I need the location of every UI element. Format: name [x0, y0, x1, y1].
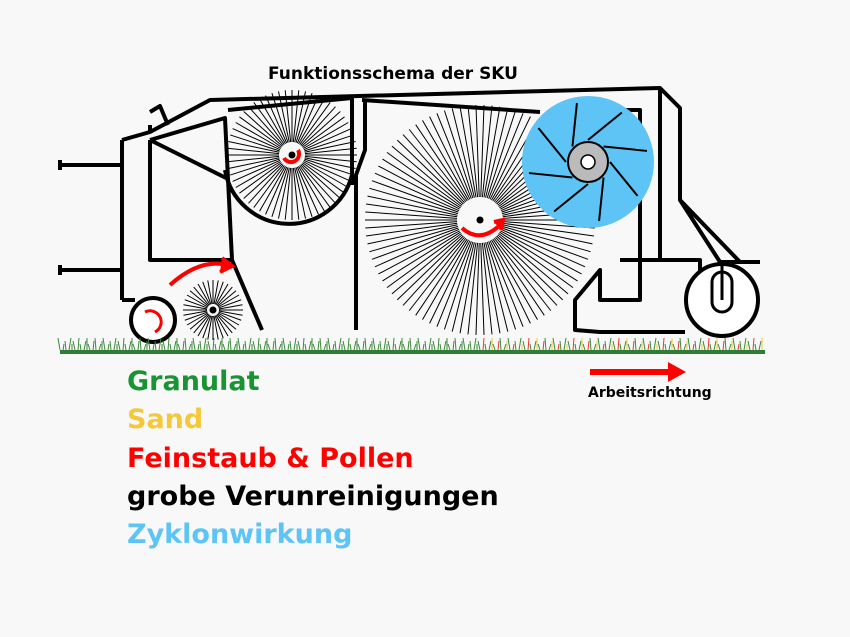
- direction-arrow: [590, 362, 686, 382]
- diagram-title: Funktionsschema der SKU: [268, 64, 518, 84]
- wheel: [684, 262, 760, 338]
- legend-granulat: Granulat: [127, 366, 260, 397]
- legend-sand: Sand: [127, 404, 204, 435]
- direction-label: Arbeitsrichtung: [588, 385, 712, 401]
- legend-feinstaub: Feinstaub & Pollen: [127, 443, 414, 474]
- brush-rotation-arrows: [168, 149, 506, 287]
- brush-spokes: [183, 90, 595, 340]
- cyclone: [522, 96, 654, 228]
- roller: [129, 296, 177, 344]
- legend-grobe-verunreinigungen: grobe Verunreinigungen: [127, 481, 499, 512]
- ground: [57, 337, 765, 354]
- legend-zyklonwirkung: Zyklonwirkung: [127, 519, 353, 550]
